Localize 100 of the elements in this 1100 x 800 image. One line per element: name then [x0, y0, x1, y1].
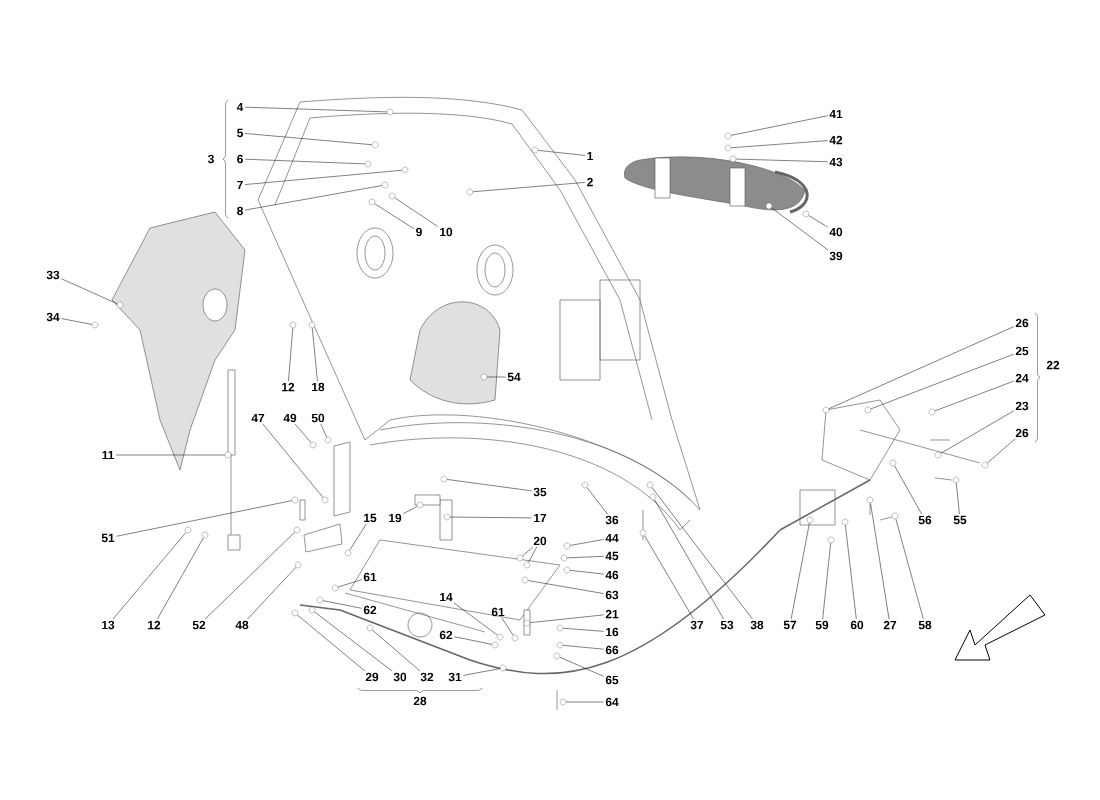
fastener — [556, 641, 564, 649]
leader-line — [940, 410, 1014, 454]
callout-number: 6 — [237, 154, 243, 164]
leader-line — [569, 570, 604, 575]
leader-line — [537, 150, 586, 156]
callout-number: 45 — [605, 551, 619, 561]
fastener — [466, 188, 474, 196]
callout-number: 57 — [783, 620, 797, 630]
leader-line — [529, 614, 604, 623]
leader-line — [204, 531, 295, 620]
leader-line — [895, 518, 924, 620]
leader-line — [403, 506, 418, 514]
leader-line — [244, 106, 388, 113]
leader-line — [322, 600, 362, 609]
fastener — [308, 606, 316, 614]
leader-line — [112, 532, 187, 620]
leader-line — [472, 182, 586, 192]
leader-line — [586, 487, 608, 515]
leader-line — [463, 668, 501, 676]
fastener — [560, 554, 568, 562]
callout-number: 42 — [829, 135, 843, 145]
callout-number: 56 — [918, 515, 932, 525]
fastener — [553, 652, 561, 660]
callout-number: 5 — [237, 128, 243, 138]
fastener — [724, 144, 732, 152]
callout-number: 44 — [605, 533, 619, 543]
leader-line — [956, 482, 960, 515]
fastener — [316, 596, 324, 604]
leader-line — [449, 516, 532, 519]
leader-line — [454, 636, 493, 645]
fastener — [91, 321, 99, 329]
leader-line — [562, 628, 604, 632]
callout-number: 52 — [192, 620, 206, 630]
callout-number: 46 — [605, 570, 619, 580]
callout-number: 43 — [829, 157, 843, 167]
fastener — [556, 624, 564, 632]
fastener — [952, 476, 960, 484]
fastener — [381, 181, 389, 189]
fastener — [496, 633, 504, 641]
callout-number: 30 — [393, 672, 407, 682]
fastener — [499, 664, 507, 672]
callout-number: 51 — [101, 533, 115, 543]
fastener — [368, 198, 376, 206]
leader-line — [828, 326, 1014, 409]
callout-number: 18 — [312, 382, 325, 392]
callout-number: 48 — [235, 620, 249, 630]
fastener — [639, 529, 647, 537]
leader-line — [569, 539, 604, 546]
fastener — [866, 496, 874, 504]
leader-line — [808, 215, 828, 228]
callout-number: 35 — [533, 487, 547, 497]
callout-number: 24 — [1015, 373, 1029, 383]
callout-number: 47 — [251, 413, 265, 423]
leader-line — [262, 423, 324, 498]
leader-line — [244, 133, 373, 145]
leader-line — [870, 353, 1014, 410]
callout-number: 21 — [605, 609, 619, 619]
fastener — [646, 481, 654, 489]
leader-line — [654, 499, 724, 620]
callout-number: 16 — [606, 627, 619, 637]
leader-line — [61, 278, 118, 304]
leader-line — [501, 617, 514, 636]
fastener — [309, 441, 317, 449]
callout-number: 12 — [148, 620, 161, 630]
leader-line — [394, 197, 438, 227]
fastener — [291, 496, 299, 504]
callout-number: 11 — [102, 450, 114, 460]
fastener — [386, 108, 394, 116]
leader-line — [845, 524, 857, 620]
fastener — [864, 406, 872, 414]
leader-line — [562, 645, 604, 650]
fastener — [889, 459, 897, 467]
fastener — [934, 451, 942, 459]
fastener — [802, 210, 810, 218]
callout-number: 17 — [534, 513, 547, 523]
callout-number: 26 — [1015, 318, 1029, 328]
callout-number: 9 — [416, 227, 422, 237]
callout-number: 2 — [587, 177, 593, 187]
leader-line — [297, 614, 366, 672]
leader-line — [771, 207, 829, 251]
callout-number: 25 — [1015, 346, 1029, 356]
leader-line — [320, 423, 327, 438]
fastener — [371, 141, 379, 149]
callout-number: 62 — [439, 630, 453, 640]
fastener — [443, 513, 451, 521]
callout-number: 61 — [363, 572, 377, 582]
leader-line — [374, 203, 415, 230]
callout-number: 60 — [850, 620, 864, 630]
fastener — [981, 461, 989, 469]
fastener — [401, 166, 409, 174]
callout-number: 40 — [829, 227, 843, 237]
callout-number: 7 — [237, 180, 243, 190]
fastener — [531, 146, 539, 154]
fastener — [388, 192, 396, 200]
fastener — [324, 436, 332, 444]
fastener — [201, 531, 209, 539]
fastener — [523, 561, 531, 569]
leader-line — [528, 546, 538, 563]
fastener — [224, 451, 232, 459]
leader-line — [566, 556, 604, 559]
